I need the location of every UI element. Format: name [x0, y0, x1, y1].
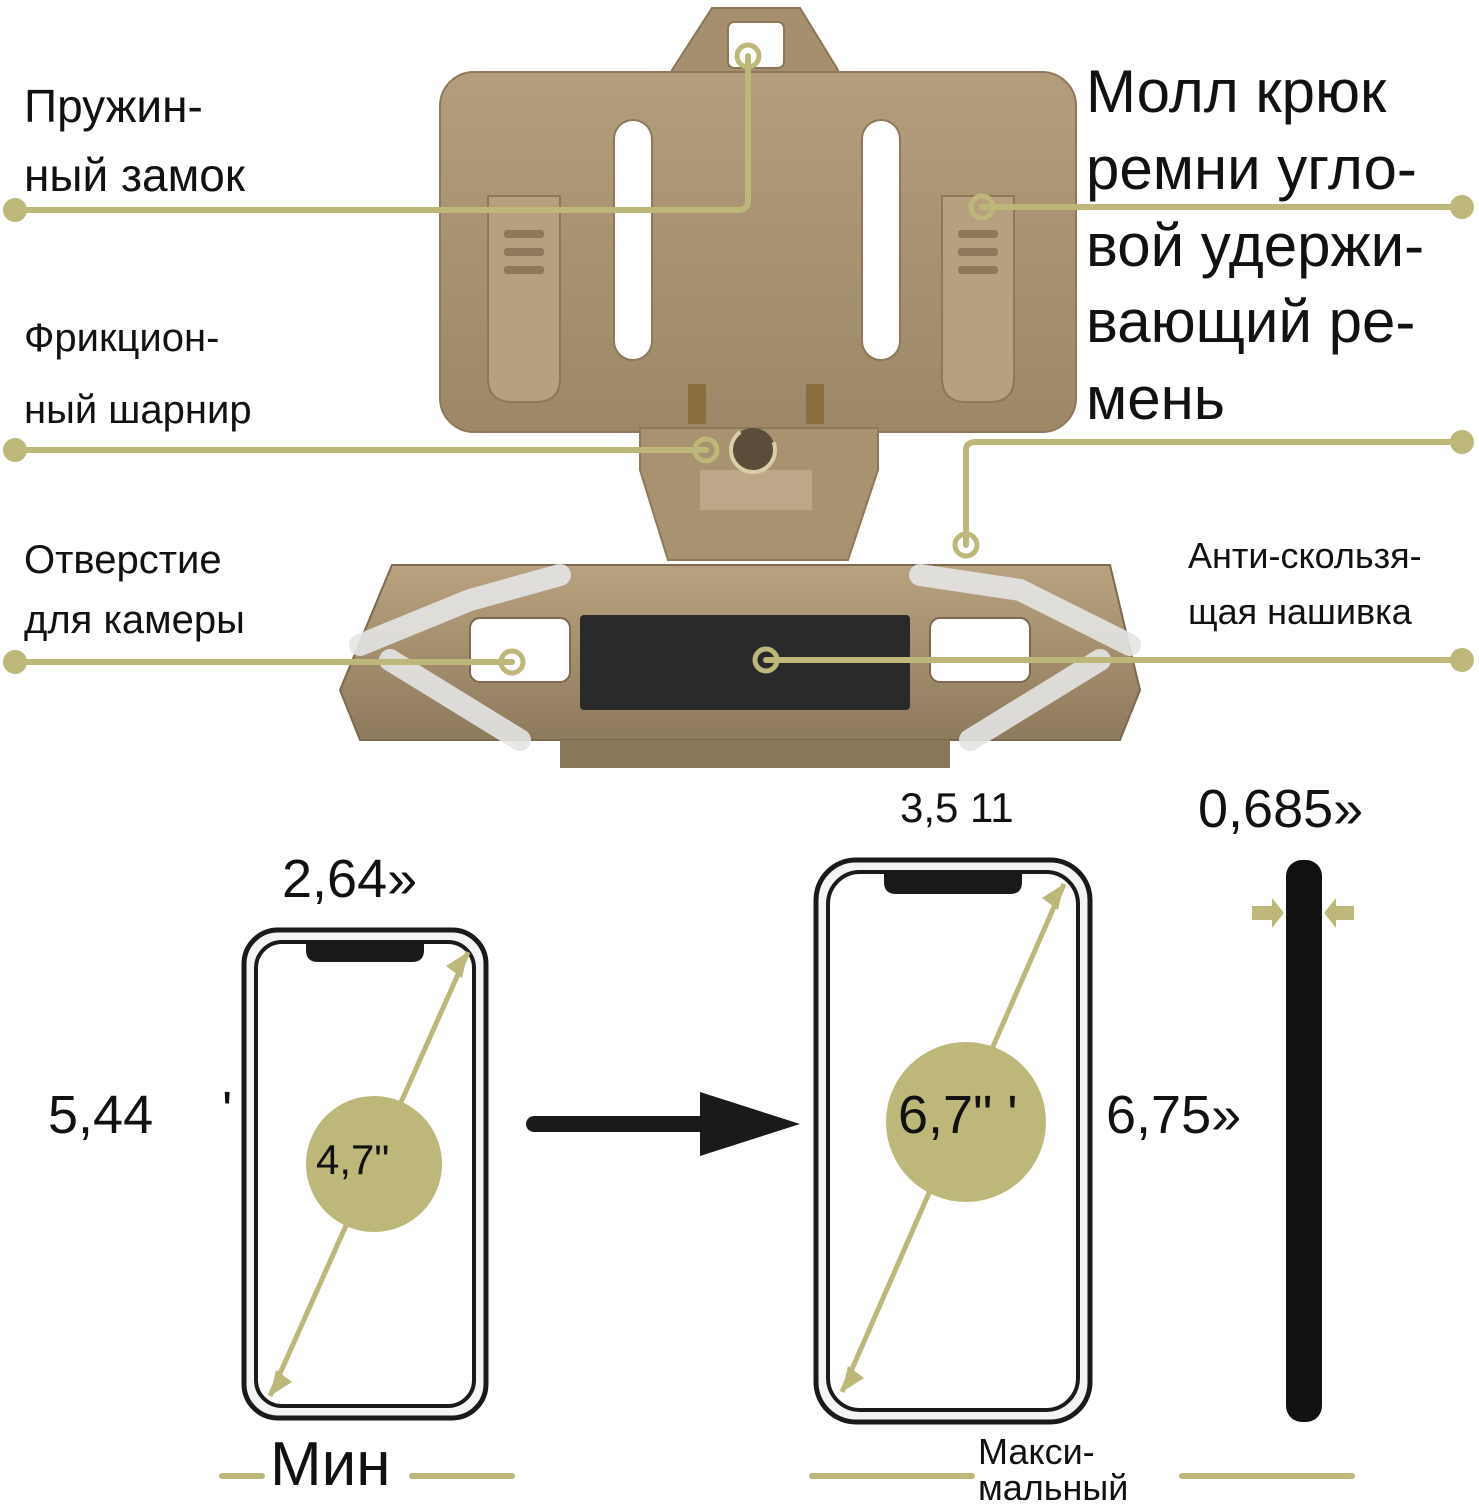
arrowhead-icon	[270, 1370, 292, 1396]
label-spring-lock: Пружин- ный замок	[24, 80, 245, 201]
phone-mount	[338, 7, 1142, 768]
dim-min-height-mark: '	[222, 1081, 233, 1141]
label-camera-hole: Отверстие для камеры	[24, 538, 245, 642]
dim-max-width: 3,5 11	[900, 784, 1014, 831]
arrow-right-icon	[526, 1092, 800, 1156]
callout-ring-icon	[498, 42, 996, 676]
phone-min	[241, 927, 489, 1421]
phone-max	[813, 857, 1093, 1425]
dim-min-width: 2,64»	[282, 849, 418, 909]
label-friction-hinge: Фрикцион- ный шарнир	[24, 316, 252, 432]
arrow-inward-icon	[1252, 898, 1284, 928]
rotate-icon	[729, 426, 777, 474]
callout-dot-icon	[3, 195, 1474, 674]
arrowhead-icon	[1042, 884, 1064, 910]
caption-max: Макси- мальный	[978, 1431, 1129, 1508]
arrow-inward-icon	[1324, 898, 1354, 928]
label-molle-hook: Молл крюк ремни угло- вой удержи- вающий…	[1086, 58, 1425, 433]
molle-clip-left	[487, 195, 561, 403]
molle-clip-right	[941, 195, 1015, 403]
diagonal-badge-max	[886, 1042, 1046, 1202]
callout-lines	[12, 53, 1465, 665]
dim-max-height: 6,75»	[1106, 1085, 1242, 1145]
diagonal-badge-min	[306, 1096, 442, 1232]
dim-max-diagonal: 6,7" '	[898, 1085, 1018, 1145]
anti-slip-patch	[580, 615, 910, 710]
dim-min-height: 5,44	[48, 1085, 154, 1145]
phone-side-profile	[1252, 860, 1354, 1422]
arrowhead-icon	[842, 1366, 864, 1392]
arrowhead-icon	[446, 952, 468, 978]
dim-min-diagonal: 4,7"	[316, 1136, 390, 1183]
label-anti-slip-patch: Анти-скользя- щая нашивка	[1188, 535, 1422, 632]
dim-thickness: 0,685»	[1198, 779, 1364, 839]
caption-min: Мин	[270, 1430, 391, 1499]
